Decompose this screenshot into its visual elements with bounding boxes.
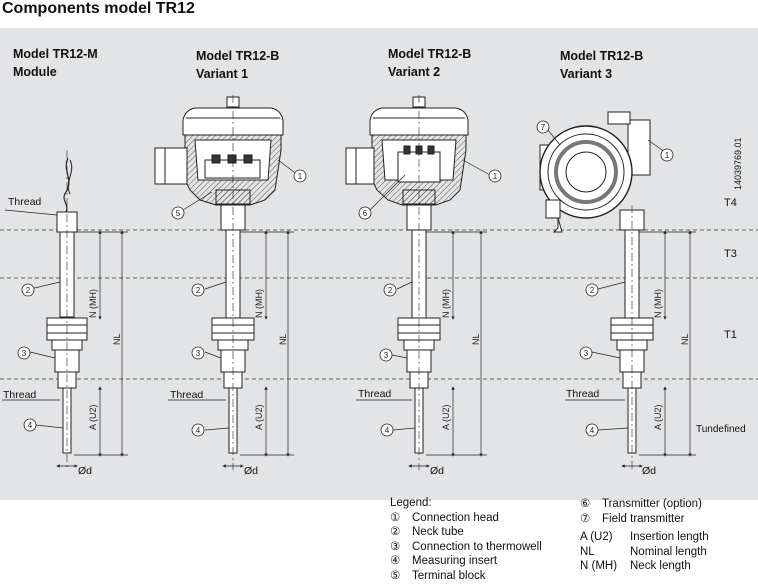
zone-t3: T3 [724, 248, 737, 260]
model-tr12-m-heading: Model TR12-M Module [13, 45, 98, 81]
callout-5: 5 [176, 209, 181, 218]
dimension-labels: N (MH) A (U2) NL N (MH) A (U2) NL N (MH)… [88, 289, 690, 430]
callout-1: 1 [493, 172, 498, 181]
callout-2: 2 [388, 286, 393, 295]
diameter-label: Ød [430, 465, 445, 477]
model-tr12-b-v3-heading: Model TR12-B Variant 3 [560, 47, 643, 83]
legend-abbrev: A (U2)Insertion length [580, 531, 709, 543]
thread-label: Thread [3, 389, 37, 401]
model-variant: Module [13, 65, 57, 79]
diameter-label: Ød [244, 465, 259, 477]
callout-circles [17, 120, 674, 437]
callout-3: 3 [384, 351, 389, 360]
zone-t-undefined: Tundefined [696, 424, 746, 435]
a-u2-label: A (U2) [441, 404, 451, 430]
callout-4: 4 [28, 421, 33, 430]
callout-2: 2 [26, 286, 31, 295]
variant2-drawing [345, 95, 469, 470]
callout-3: 3 [196, 349, 201, 358]
thread-label: Thread [566, 388, 600, 400]
variant3-drawing [539, 111, 654, 470]
diameter-label: Ød [78, 465, 93, 477]
thread-label: Thread [170, 389, 204, 401]
model-name: Model TR12-B [196, 49, 280, 63]
model-variant: Variant 3 [560, 67, 613, 81]
n-mh-label: N (MH) [254, 289, 264, 318]
module-drawing [46, 150, 88, 470]
thread-label: Thread [8, 196, 42, 208]
nl-label: NL [112, 333, 122, 345]
model-tr12-b-v1-heading: Model TR12-B Variant 1 [196, 47, 279, 83]
diameter-label: Ød [642, 465, 657, 477]
model-name: Model TR12-M [13, 47, 98, 61]
callout-4: 4 [590, 426, 595, 435]
n-mh-label: N (MH) [653, 289, 663, 318]
callout-1: 1 [298, 172, 303, 181]
n-mh-label: N (MH) [441, 289, 451, 318]
model-variant: Variant 2 [388, 65, 441, 79]
callout-7: 7 [541, 123, 546, 132]
callout-6: 6 [363, 209, 368, 218]
model-name: Model TR12-B [388, 47, 472, 61]
model-tr12-b-v2-heading: Model TR12-B Variant 2 [388, 45, 471, 81]
a-u2-label: A (U2) [653, 404, 663, 430]
callout-3: 3 [22, 349, 27, 358]
n-mh-label: N (MH) [88, 289, 98, 318]
legend-heading: Legend: [390, 497, 432, 509]
model-variant: Variant 1 [196, 67, 249, 81]
callout-2: 2 [196, 286, 201, 295]
nl-label: NL [278, 333, 288, 345]
callout-2: 2 [590, 286, 595, 295]
a-u2-label: A (U2) [88, 404, 98, 430]
model-name: Model TR12-B [560, 49, 644, 63]
nl-label: NL [680, 333, 690, 345]
callout-numbers: 2 3 4 2 3 4 5 1 2 3 4 6 1 2 3 4 7 1 [22, 123, 670, 435]
legend-abbrev: N (MH)Neck length [580, 560, 691, 572]
callout-4: 4 [196, 426, 201, 435]
thread-label: Thread [358, 388, 392, 400]
variant1-drawing [154, 95, 284, 470]
page-title: Components model TR12 [2, 0, 195, 17]
a-u2-label: A (U2) [254, 404, 264, 430]
callout-4: 4 [385, 426, 390, 435]
dimension-lines [56, 230, 696, 468]
zone-t4: T4 [724, 197, 737, 209]
nl-label: NL [471, 333, 481, 345]
callout-1: 1 [665, 151, 670, 160]
leader-lines [2, 129, 666, 431]
callout-3: 3 [584, 349, 589, 358]
zone-t1: T1 [724, 329, 737, 341]
